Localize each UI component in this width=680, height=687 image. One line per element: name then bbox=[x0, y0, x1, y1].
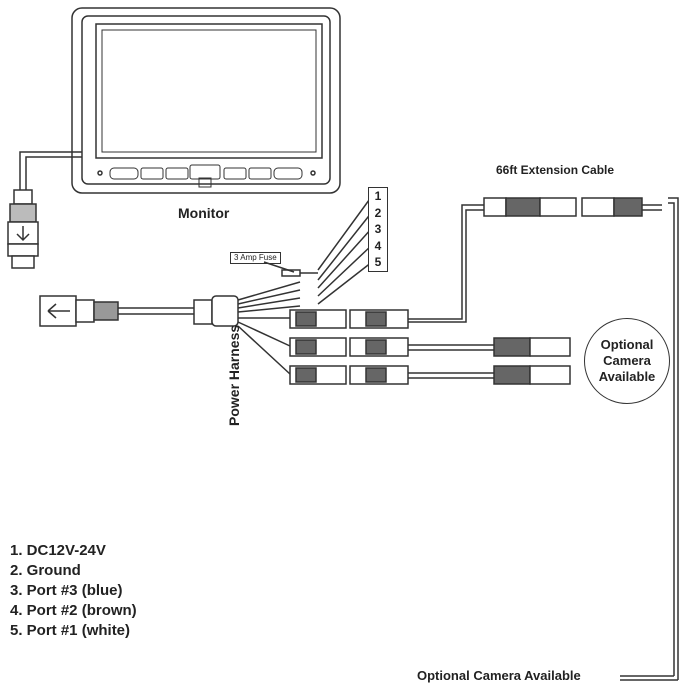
optional-camera-line-3: Available bbox=[598, 369, 656, 384]
extension-cable-label: 66ft Extension Cable bbox=[496, 163, 615, 177]
monitor-label: Monitor bbox=[178, 205, 230, 221]
camera-cables bbox=[408, 337, 571, 385]
pin-legend: 1. DC12V-24V 2. Ground 3. Port #3 (blue)… bbox=[10, 541, 137, 641]
optional-camera-circle: Optional Camera Available bbox=[584, 318, 670, 404]
optional-camera-bottom-label: Optional Camera Available bbox=[417, 668, 581, 683]
optional-camera-line-1: Optional bbox=[600, 337, 654, 352]
pin-2: 2 bbox=[374, 205, 382, 220]
fuse-label: 3 Amp Fuse bbox=[230, 252, 281, 264]
harness-connectors bbox=[289, 309, 409, 385]
pin-4: 4 bbox=[374, 238, 382, 253]
pin-1: 1 bbox=[374, 189, 382, 203]
pin-number-box: 1 2 3 4 5 bbox=[368, 187, 388, 272]
optional-camera-line-2: Camera bbox=[603, 353, 651, 368]
legend-item-1: 1. DC12V-24V bbox=[10, 542, 106, 559]
monitor bbox=[71, 7, 341, 194]
power-harness bbox=[39, 195, 373, 375]
monitor-cable bbox=[7, 151, 82, 269]
extension-cable bbox=[408, 197, 679, 681]
legend-item-3: 3. Port #3 (blue) bbox=[10, 582, 123, 599]
legend-item-2: 2. Ground bbox=[10, 562, 81, 579]
legend-item-4: 4. Port #2 (brown) bbox=[10, 602, 137, 619]
pin-3: 3 bbox=[374, 222, 382, 237]
power-harness-label: Power Harness bbox=[226, 324, 242, 426]
pin-5: 5 bbox=[374, 255, 382, 270]
legend-item-5: 5. Port #1 (white) bbox=[10, 622, 131, 639]
